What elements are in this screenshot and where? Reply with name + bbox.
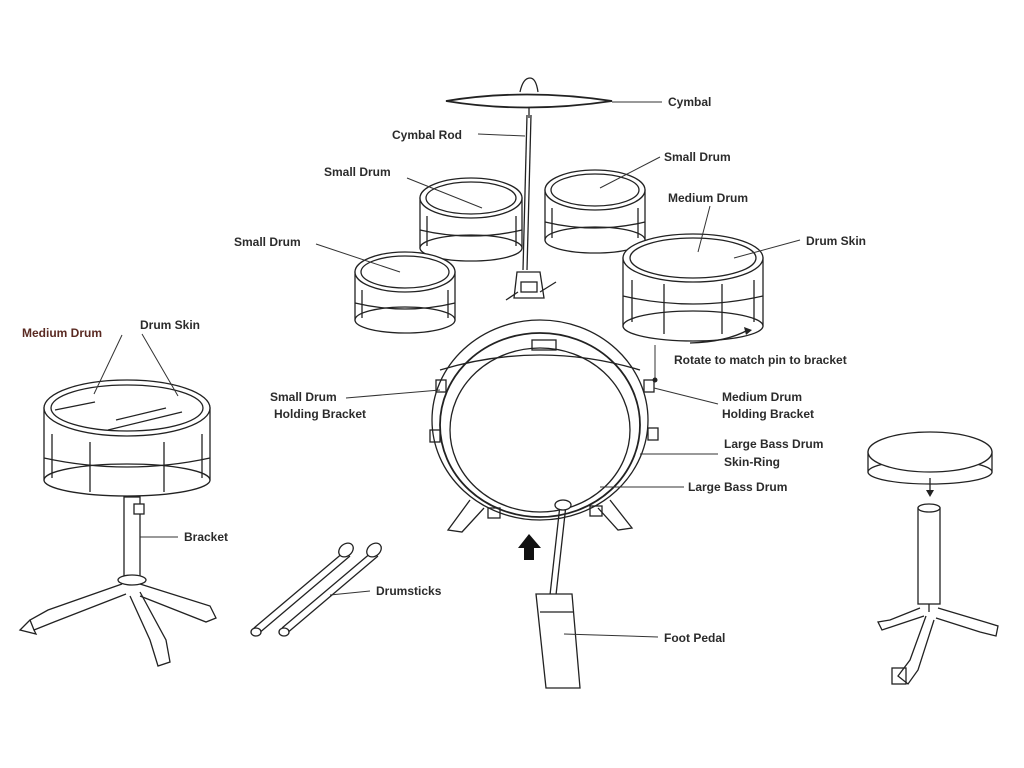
label-drum-skin-left: Drum Skin (140, 318, 200, 332)
bracket-stand (18, 496, 217, 667)
label-small-drum-left: Small Drum (234, 235, 301, 249)
label-large-bass-drum: Large Bass Drum (688, 480, 787, 494)
label-large-bass-skin-ring-line1: Large Bass Drum (724, 437, 823, 451)
label-small-drum-top-right: Small Drum (664, 150, 731, 164)
stool-base (877, 503, 999, 685)
label-cymbal-rod: Cymbal Rod (392, 128, 462, 142)
label-medium-drum-right: Medium Drum (668, 191, 748, 205)
labels: Cymbal Cymbal Rod Small Drum Small Drum … (22, 95, 866, 645)
foot-pedal (518, 499, 581, 689)
label-rotate-note: Rotate to match pin to bracket (674, 353, 847, 367)
label-cymbal: Cymbal (668, 95, 711, 109)
label-small-drum-holding-bracket-line2: Holding Bracket (274, 407, 366, 421)
label-small-drum-holding-bracket-line1: Small Drum (270, 390, 337, 404)
small-drum-top-left (419, 177, 523, 262)
label-small-drum-top-left: Small Drum (324, 165, 391, 179)
label-medium-drum-holding-bracket-line1: Medium Drum (722, 390, 802, 404)
large-bass-drum (429, 319, 659, 533)
stool-seat (867, 431, 993, 497)
cymbal (445, 77, 613, 118)
leader-lines (93, 101, 801, 638)
medium-drum-on-bracket (43, 379, 211, 497)
label-drum-skin-right: Drum Skin (806, 234, 866, 248)
label-large-bass-skin-ring-line2: Skin-Ring (724, 455, 780, 469)
small-drum-left (354, 251, 456, 334)
small-drum-top-right (544, 169, 646, 254)
label-foot-pedal: Foot Pedal (664, 631, 725, 645)
drumsticks (250, 542, 382, 637)
label-bracket: Bracket (184, 530, 228, 544)
label-medium-drum-holding-bracket-line2: Holding Bracket (722, 407, 814, 421)
cymbal-rod (505, 114, 557, 301)
label-drumsticks: Drumsticks (376, 584, 442, 598)
medium-drum-right (622, 233, 764, 383)
label-medium-drum-left: Medium Drum (22, 326, 102, 340)
